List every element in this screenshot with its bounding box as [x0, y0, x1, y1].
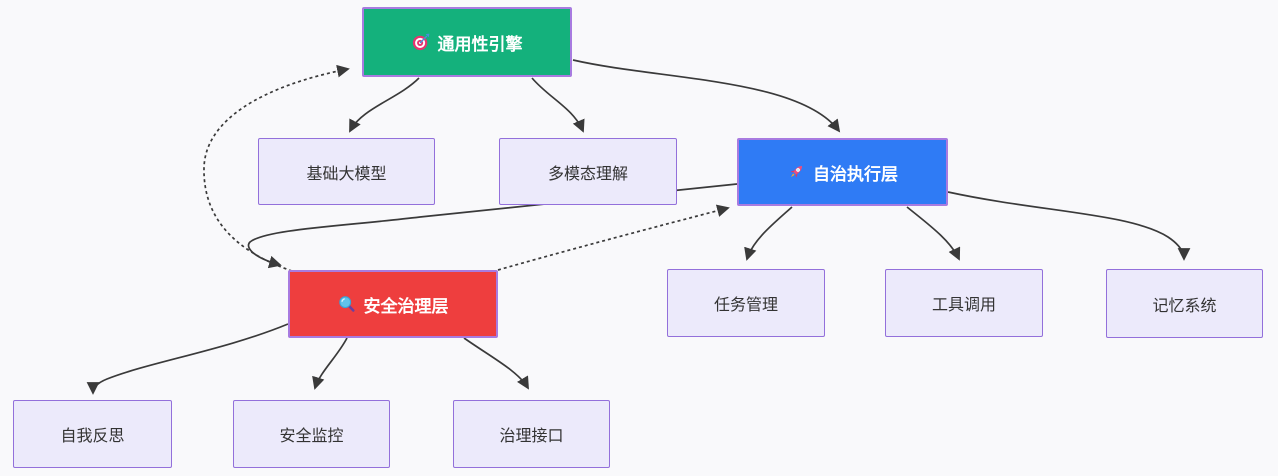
- edge-engine-multimodal: [531, 77, 585, 133]
- node-governance-interface: 治理接口: [453, 400, 610, 468]
- node-label: 通用性引擎: [437, 34, 523, 54]
- edge-executor-task: [744, 206, 793, 261]
- node-multimodal-understanding: 多模态理解: [499, 138, 677, 205]
- node-label: 治理接口: [499, 428, 564, 445]
- node-label: 多模态理解: [547, 165, 628, 183]
- edge-executor-memory: [947, 191, 1191, 261]
- edge-executor-tool: [906, 206, 961, 261]
- node-label: 记忆系统: [1152, 297, 1217, 315]
- edge-safety-interface: [463, 337, 529, 390]
- node-label: 安全监控: [279, 428, 344, 445]
- edge-engine-foundation: [349, 77, 420, 133]
- edge-safety-engine-feedback: [203, 64, 350, 272]
- magnifier-icon: [338, 295, 356, 313]
- node-label: 自治执行层: [813, 164, 898, 184]
- edge-safety-reflect: [86, 323, 289, 395]
- node-safety-monitoring: 安全监控: [233, 400, 390, 468]
- node-label: 自我反思: [60, 428, 125, 445]
- node-tool-invocation: 工具调用: [885, 269, 1043, 337]
- node-label: 安全治理层: [363, 296, 449, 316]
- node-self-reflection: 自我反思: [13, 400, 172, 468]
- node-foundation-model: 基础大模型: [258, 138, 435, 205]
- edge-safety-executor-feedback: [497, 204, 730, 271]
- node-label: 任务管理: [713, 297, 778, 314]
- node-autonomous-executor: 自治执行层: [737, 138, 948, 206]
- node-label: 工具调用: [931, 297, 996, 314]
- node-label: 基础大模型: [306, 165, 387, 183]
- node-safety-governance: 安全治理层: [288, 270, 498, 338]
- dart-target-icon: [412, 33, 430, 51]
- rocket-icon: [787, 163, 805, 181]
- node-memory-system: 记忆系统: [1106, 269, 1263, 338]
- node-task-management: 任务管理: [667, 269, 825, 337]
- node-generic-engine: 通用性引擎: [362, 7, 572, 77]
- edge-engine-executor: [572, 59, 841, 133]
- edge-safety-monitor: [312, 337, 348, 390]
